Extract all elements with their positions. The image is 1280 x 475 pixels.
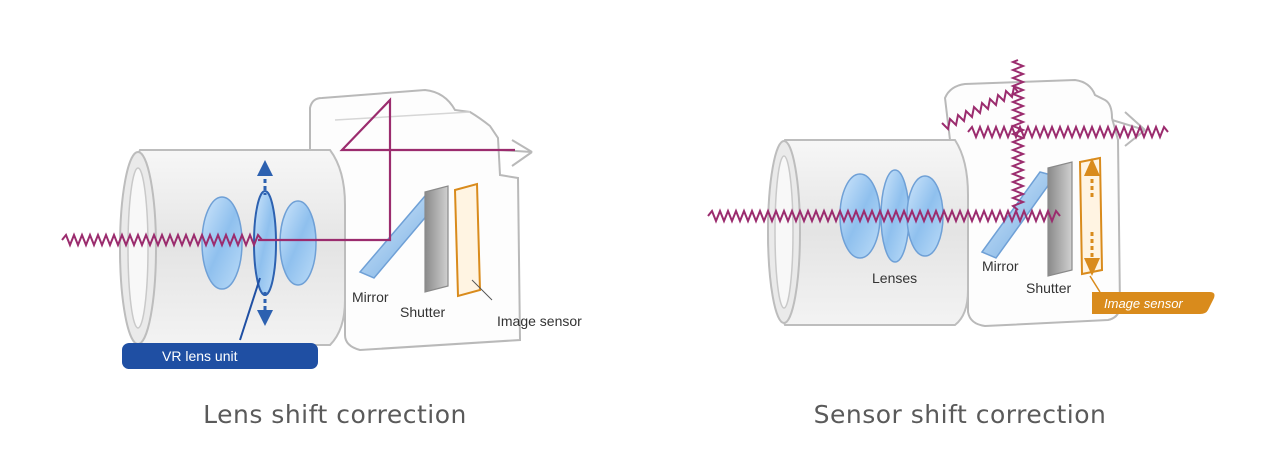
vr-lens-unit-label: VR lens unit — [162, 348, 238, 364]
image-sensor-badge — [1092, 292, 1215, 314]
lens-shift-diagram: Mirror Shutter Image sensor VR lens unit — [61, 88, 582, 369]
mirror-label: Mirror — [982, 258, 1019, 274]
vr-lens-unit-badge — [122, 343, 318, 369]
sensor-shift-arrows — [1084, 158, 1100, 276]
lens-element — [279, 200, 317, 286]
mirror-label: Mirror — [352, 289, 389, 305]
shutter-label: Shutter — [400, 304, 445, 320]
viewfinder-icon — [499, 139, 533, 167]
sensor-shift-diagram: Lenses Mirror Shutter Image sensor — [707, 59, 1215, 328]
light-ray-wave — [61, 232, 263, 248]
image-sensor — [453, 182, 482, 298]
light-ray-wave-diagonal — [941, 84, 1019, 132]
vr-lens-element — [253, 190, 277, 296]
image-sensor-label: Image sensor — [497, 313, 582, 329]
shutter — [1047, 161, 1073, 277]
shutter-label: Shutter — [1026, 280, 1071, 296]
light-ray-wave — [707, 208, 1061, 224]
shutter — [424, 185, 449, 293]
light-ray-wave-vertical — [1010, 59, 1026, 211]
lenses-label: Lenses — [872, 270, 917, 286]
lens-shift-caption: Lens shift correction — [203, 400, 467, 429]
light-ray-wave-top — [967, 124, 1169, 140]
image-sensor — [1078, 156, 1104, 276]
image-sensor-label: Image sensor — [1104, 296, 1183, 311]
light-ray-path — [258, 97, 515, 242]
sensor-shift-caption: Sensor shift correction — [813, 400, 1107, 429]
vr-shift-arrows — [257, 160, 273, 326]
lens-element — [839, 173, 881, 259]
